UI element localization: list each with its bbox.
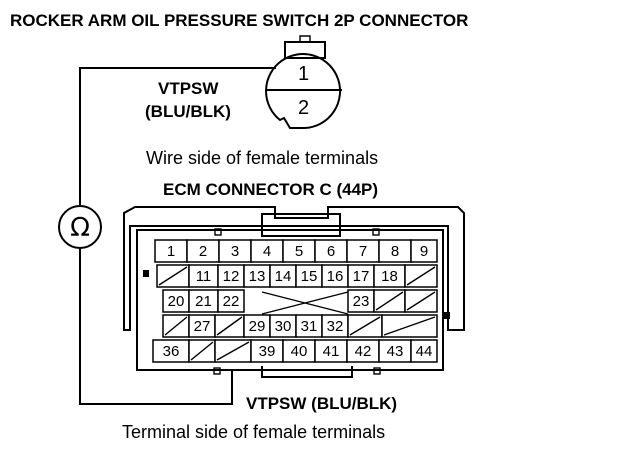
terminal-number: 36: [163, 343, 180, 360]
terminal-number: 18: [381, 268, 398, 285]
unused-cavity-slash: [216, 341, 250, 361]
ecm-wire-label: VTPSW (BLU/BLK): [246, 394, 397, 413]
ecm-connector-frame: [136, 229, 444, 371]
ecm-connector-mark: [372, 228, 380, 236]
unused-cavity-slash: [164, 316, 188, 336]
switch-2p-connector: 1 2: [265, 35, 342, 129]
ecm-connector-tab-left: [143, 270, 149, 277]
ecm-connector-mark: [213, 367, 221, 375]
terminal-number: 17: [353, 268, 370, 285]
unused-cavity-slash: [375, 291, 404, 311]
terminal-number: 39: [259, 343, 276, 360]
ohmmeter-circle: [58, 205, 102, 249]
ecm-connector-mark: [214, 228, 222, 236]
ecm-connector-bottom-key: [261, 366, 353, 378]
ecm-connector-latch: [261, 213, 341, 237]
unused-cavity-slash: [383, 316, 436, 336]
ohmmeter: Ω: [58, 205, 102, 249]
terminal-number: 43: [387, 343, 404, 360]
terminal-number: 22: [223, 293, 240, 310]
terminal-number: 8: [391, 243, 399, 260]
unused-cavity-slash: [158, 266, 188, 286]
unused-cavity-cross: [261, 291, 349, 315]
meter-lead-top: [79, 67, 276, 205]
terminal-number: 14: [275, 268, 292, 285]
unused-cavity-slash: [406, 291, 436, 311]
ohm-icon: Ω: [70, 213, 90, 243]
ecm-connector-mark: [373, 367, 381, 375]
terminal-number: 27: [194, 318, 211, 335]
unused-cavity-slash: [406, 266, 436, 286]
terminal-number: 31: [301, 318, 318, 335]
terminal-number: 41: [323, 343, 340, 360]
terminal-number: 5: [295, 243, 303, 260]
terminal-cavity: [410, 339, 438, 363]
terminal-number: 20: [168, 293, 185, 310]
terminal-number: 2: [199, 243, 207, 260]
terminal-number: 4: [263, 243, 271, 260]
switch-connector-caption: Wire side of female terminals: [146, 148, 378, 168]
terminal-number: 29: [249, 318, 266, 335]
switch-connector-latch: [284, 41, 326, 59]
terminal-number: 32: [327, 318, 344, 335]
switch-wire-label-name: VTPSW: [158, 79, 219, 98]
switch-pin-2: 2: [298, 97, 309, 119]
terminal-number: 21: [195, 293, 212, 310]
switch-pin-1: 1: [298, 63, 309, 85]
terminal-number: 6: [327, 243, 335, 260]
switch-connector-latch-tab: [299, 35, 311, 42]
switch-wire-label-color: (BLU/BLK): [145, 102, 231, 121]
unused-cavity-slash: [216, 316, 243, 336]
ecm-connector-title: ECM CONNECTOR C (44P): [163, 180, 378, 199]
terminal-number: 42: [355, 343, 372, 360]
ecm-connector-shroud: [123, 206, 465, 331]
unused-cavity-slash: [349, 316, 381, 336]
terminal-number: 3: [231, 243, 239, 260]
diagram-title: ROCKER ARM OIL PRESSURE SWITCH 2P CONNEC…: [10, 11, 468, 30]
terminal-cavity: [217, 289, 245, 313]
ecm-connector-tab-right: [444, 312, 450, 319]
terminal-number: 30: [275, 318, 292, 335]
terminal-number: 16: [327, 268, 344, 285]
unused-cavity-slash: [190, 341, 214, 361]
terminal-number: 23: [353, 293, 370, 310]
terminal-cavity: [410, 239, 438, 263]
terminal-number: 12: [223, 268, 240, 285]
terminal-number: 13: [249, 268, 266, 285]
ecm-connector-caption: Terminal side of female terminals: [122, 422, 385, 442]
terminal-number: 7: [359, 243, 367, 260]
terminal-number: 9: [420, 243, 428, 260]
terminal-number: 11: [196, 268, 212, 285]
terminal-number: 44: [416, 343, 433, 360]
terminal-number: 40: [291, 343, 308, 360]
meter-lead-bottom: [79, 248, 233, 405]
terminal-number: 15: [301, 268, 318, 285]
terminal-number: 1: [167, 243, 175, 260]
